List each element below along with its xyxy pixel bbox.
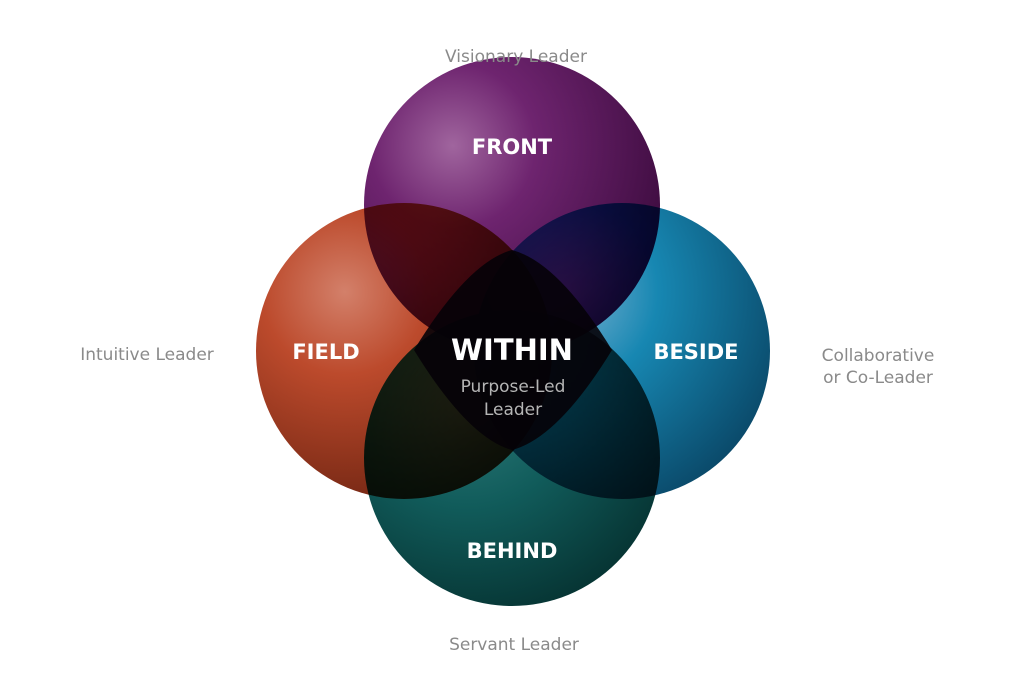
outer-label-bottom: Servant Leader <box>449 635 579 655</box>
circles <box>256 57 770 606</box>
label-within: WITHIN <box>451 333 573 367</box>
label-within-sub-2: Leader <box>484 400 542 420</box>
label-within-sub-1: Purpose-Led <box>461 377 566 397</box>
outer-label-left: Intuitive Leader <box>80 345 214 365</box>
center-within-lens <box>414 250 612 450</box>
outer-label-top: Visionary Leader <box>445 47 587 67</box>
label-field: FIELD <box>292 340 359 364</box>
label-behind: BEHIND <box>467 539 558 563</box>
label-beside: BESIDE <box>653 340 738 364</box>
label-front: FRONT <box>472 135 553 159</box>
outer-label-right-1: Collaborative <box>822 346 935 366</box>
outer-label-right-2: or Co-Leader <box>823 368 933 388</box>
